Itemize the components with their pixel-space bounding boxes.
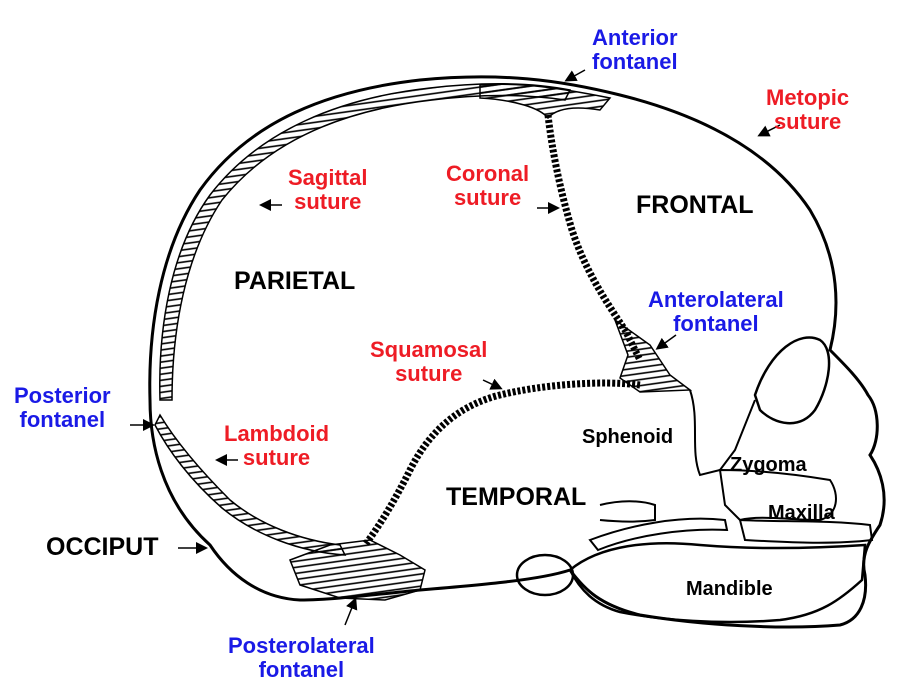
- coronal-suture-line: [544, 114, 644, 362]
- arrow-metopic: [757, 124, 781, 137]
- arrow-anterolateral: [655, 334, 677, 350]
- label-squamosal-suture-line2: suture: [395, 361, 463, 387]
- sphenoid-outline: [689, 389, 756, 477]
- label-posterolateral-fontanel-line1: Posterolateral: [228, 633, 375, 658]
- label-posterior-fontanel: Posterior fontanel: [14, 383, 111, 433]
- label-anterior-fontanel-line1: Anterior: [592, 25, 678, 50]
- label-anterolateral-fontanel-line2: fontanel: [673, 311, 759, 337]
- label-parietal: PARIETAL: [234, 267, 356, 295]
- label-lambdoid-suture-line1: Lambdoid: [224, 421, 330, 446]
- label-anterolateral-fontanel: Anterolateral fontanel: [648, 287, 784, 337]
- orbit-outline: [753, 336, 831, 425]
- anterior-fontanel-shape: [479, 83, 612, 120]
- label-metopic-suture-line2: suture: [773, 109, 842, 135]
- label-maxilla: Maxilla: [768, 502, 835, 524]
- label-posterolateral-fontanel-line2: fontanel: [258, 657, 345, 683]
- label-squamosal-suture-line1: Squamosal: [370, 337, 488, 362]
- arrow-squamosal: [482, 378, 503, 390]
- label-coronal-suture-line1: Coronal: [446, 161, 530, 186]
- label-squamosal-suture: Squamosal suture: [370, 337, 488, 387]
- label-sagittal-suture-line2: suture: [294, 189, 362, 215]
- label-metopic-suture-line1: Metopic: [766, 85, 850, 110]
- anterolateral-fontanel-shape: [613, 317, 693, 393]
- label-lambdoid-suture-line2: suture: [242, 445, 311, 471]
- posterolateral-fontanel-shape: [289, 539, 426, 601]
- label-sagittal-suture-line1: Sagittal: [288, 165, 368, 190]
- label-coronal-suture: Coronal suture: [446, 161, 530, 211]
- mandible-outline: [568, 542, 867, 624]
- temporal-lower-line: [599, 500, 656, 523]
- arrow-posterolateral: [344, 597, 358, 626]
- label-temporal: TEMPORAL: [446, 483, 587, 511]
- cranium-outline: [148, 75, 886, 629]
- label-sagittal-suture: Sagittal suture: [288, 165, 368, 215]
- label-posterior-fontanel-line1: Posterior: [14, 383, 111, 408]
- label-posterior-fontanel-line2: fontanel: [19, 407, 106, 433]
- arrow-anterior-fontanel: [564, 69, 586, 82]
- label-coronal-suture-line2: suture: [453, 185, 522, 211]
- zygoma-outline: [718, 468, 837, 522]
- label-metopic-suture: Metopic suture: [766, 85, 850, 135]
- label-lambdoid-suture: Lambdoid suture: [224, 421, 330, 471]
- label-occiput: OCCIPUT: [46, 533, 159, 561]
- zygomatic-arch: [588, 517, 729, 552]
- label-anterior-fontanel-line2: fontanel: [592, 49, 678, 75]
- label-posterolateral-fontanel: Posterolateral fontanel: [228, 633, 375, 683]
- label-zygoma: Zygoma: [730, 454, 807, 476]
- label-sphenoid: Sphenoid: [582, 426, 674, 448]
- label-mandible: Mandible: [686, 578, 773, 600]
- label-anterior-fontanel: Anterior fontanel: [592, 25, 678, 75]
- maxilla-outline: [738, 518, 874, 544]
- sagittal-suture-band: [159, 83, 572, 401]
- label-frontal: FRONTAL: [636, 191, 754, 219]
- ear-opening: [515, 553, 575, 597]
- squamosal-suture-line: [362, 379, 641, 548]
- label-anterolateral-fontanel-line1: Anterolateral: [648, 287, 784, 312]
